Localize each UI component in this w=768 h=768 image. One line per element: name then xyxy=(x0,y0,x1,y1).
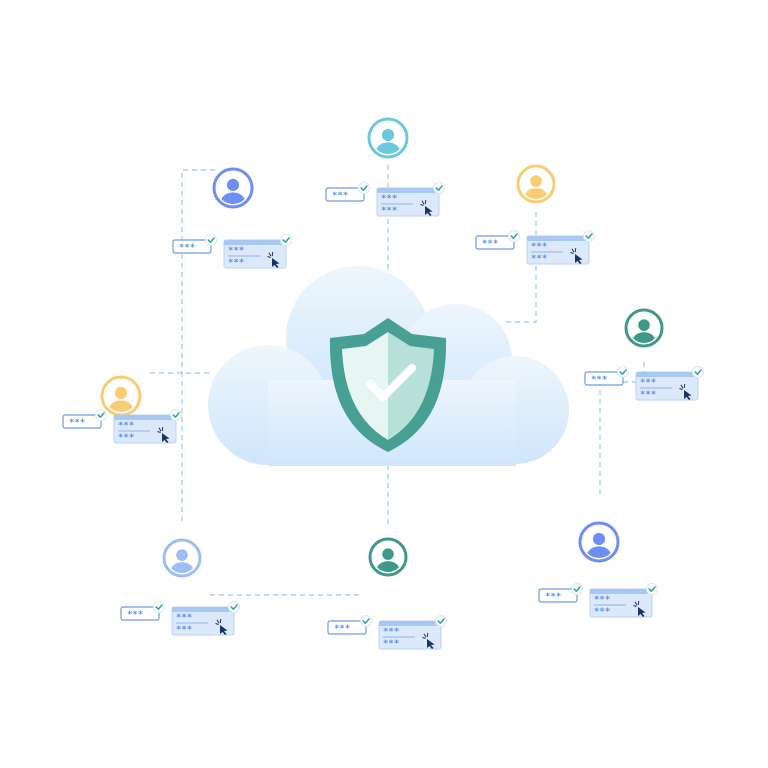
password-mask-text: *** xyxy=(127,610,143,620)
password-mask-text: *** xyxy=(545,592,561,602)
password-mask-text: *** xyxy=(69,418,85,428)
credential-card: *** *** *** xyxy=(538,583,658,618)
check-icon xyxy=(571,583,583,595)
username-mask-text: *** xyxy=(383,627,399,637)
username-mask-text: *** xyxy=(531,242,547,252)
user-avatar-icon[interactable] xyxy=(162,538,202,582)
login-form-card[interactable]: *** *** xyxy=(171,601,240,636)
user-avatar-icon[interactable] xyxy=(368,537,408,581)
user-node-right: *** *** *** xyxy=(584,308,704,401)
login-form-card[interactable]: *** *** xyxy=(113,409,182,444)
credential-card: *** *** *** xyxy=(325,182,445,217)
username-mask-text: *** xyxy=(594,595,610,605)
connector-upper-right xyxy=(506,212,537,323)
password-field[interactable]: *** xyxy=(327,615,372,635)
check-icon xyxy=(205,234,217,246)
credential-card: *** *** *** xyxy=(172,234,292,269)
check-icon xyxy=(508,230,520,242)
login-form-card[interactable]: *** *** xyxy=(589,583,658,618)
user-node-upper-right: *** *** *** xyxy=(475,164,595,265)
check-icon xyxy=(95,409,107,421)
credential-card: *** *** *** xyxy=(120,601,240,636)
password-field[interactable]: *** xyxy=(325,182,370,202)
user-avatar-icon[interactable] xyxy=(578,521,620,567)
password-mask-text: *** xyxy=(594,607,610,617)
check-icon xyxy=(646,583,658,595)
cursor-icon xyxy=(420,199,433,216)
user-avatar-icon[interactable] xyxy=(212,167,254,213)
username-mask-text: *** xyxy=(228,246,244,256)
cursor-icon xyxy=(633,600,646,617)
cursor-icon xyxy=(157,426,170,443)
check-icon xyxy=(358,182,370,194)
user-node-lower-right: *** *** *** xyxy=(538,521,658,618)
password-mask-text: *** xyxy=(118,433,134,443)
password-field[interactable]: *** xyxy=(62,409,107,429)
check-icon xyxy=(153,601,165,613)
connector-upper-left xyxy=(181,169,215,372)
connector-lines xyxy=(150,165,645,596)
check-icon xyxy=(617,366,629,378)
password-field[interactable]: *** xyxy=(584,366,629,386)
check-icon xyxy=(228,601,240,613)
password-mask-text: *** xyxy=(179,243,195,253)
login-form-card[interactable]: *** *** xyxy=(376,182,445,217)
username-mask-text: *** xyxy=(640,378,656,388)
cursor-icon xyxy=(570,247,583,264)
check-icon xyxy=(360,615,372,627)
username-mask-text: *** xyxy=(176,613,192,623)
shield-check-icon xyxy=(329,318,447,452)
password-field[interactable]: *** xyxy=(172,234,217,254)
cursor-icon xyxy=(679,383,692,400)
password-field[interactable]: *** xyxy=(120,601,165,621)
password-mask-text: *** xyxy=(591,375,607,385)
user-avatar-icon[interactable] xyxy=(516,164,556,208)
check-icon xyxy=(433,182,445,194)
user-avatar-icon[interactable] xyxy=(367,117,409,163)
credential-card: *** *** *** xyxy=(584,366,704,401)
login-form-card[interactable]: *** *** xyxy=(223,234,292,269)
user-avatar-icon[interactable] xyxy=(624,308,664,352)
credential-card: *** *** *** xyxy=(475,230,595,265)
login-form-card[interactable]: *** *** xyxy=(635,366,704,401)
password-mask-text: *** xyxy=(381,206,397,216)
check-icon xyxy=(170,409,182,421)
password-mask-text: *** xyxy=(176,625,192,635)
user-node-left: *** *** *** xyxy=(62,375,182,444)
password-mask-text: *** xyxy=(383,639,399,649)
password-field[interactable]: *** xyxy=(538,583,583,603)
user-node-lower-left: *** *** *** xyxy=(120,538,240,636)
password-mask-text: *** xyxy=(531,254,547,264)
credential-card: *** *** *** xyxy=(62,409,182,444)
login-form-card[interactable]: *** *** xyxy=(526,230,595,265)
credential-card: *** *** *** xyxy=(327,615,447,650)
user-node-top-center: *** *** *** xyxy=(325,117,445,217)
password-mask-text: *** xyxy=(334,624,350,634)
username-mask-text: *** xyxy=(381,194,397,204)
cursor-icon xyxy=(422,632,435,649)
login-form-card[interactable]: *** *** xyxy=(378,615,447,650)
user-node-upper-left: *** *** *** xyxy=(172,167,292,269)
check-icon xyxy=(583,230,595,242)
password-field[interactable]: *** xyxy=(475,230,520,250)
user-node-bottom-center: *** *** *** xyxy=(327,537,447,650)
password-mask-text: *** xyxy=(482,239,498,249)
user-avatar-icon[interactable] xyxy=(100,375,142,421)
password-mask-text: *** xyxy=(228,258,244,268)
cloud-hub xyxy=(208,266,569,466)
check-icon xyxy=(280,234,292,246)
check-icon xyxy=(435,615,447,627)
cursor-icon xyxy=(267,251,280,268)
check-icon xyxy=(692,366,704,378)
username-mask-text: *** xyxy=(118,421,134,431)
password-mask-text: *** xyxy=(640,390,656,400)
password-mask-text: *** xyxy=(332,191,348,201)
cursor-icon xyxy=(215,618,228,635)
